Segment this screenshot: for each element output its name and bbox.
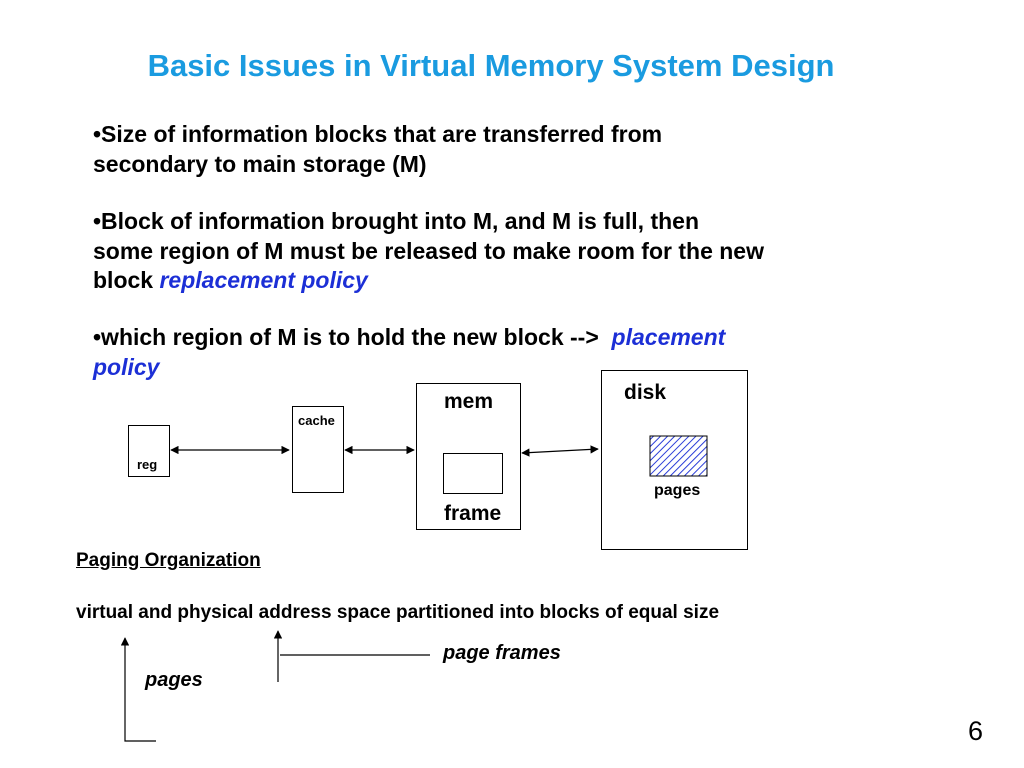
paging-pages-label: pages: [145, 669, 203, 691]
cache-label: cache: [298, 413, 335, 428]
bullet-line: some region of M must be released to mak…: [93, 237, 764, 264]
disk-pages-block: [649, 435, 708, 477]
bullet-line: •Size of information blocks that are tra…: [93, 121, 663, 147]
bullet-replacement: •Block of information brought into M, an…: [93, 207, 764, 296]
bullet-line: secondary to main storage (M): [93, 150, 427, 177]
bullet-line: •Block of information brought into M, an…: [93, 208, 699, 234]
policy-term: policy: [93, 353, 160, 380]
paging-description: virtual and physical address space parti…: [76, 602, 720, 623]
bullet-placement: •which region of M is to hold the new bl…: [93, 323, 725, 382]
bullet-block-size: •Size of information blocks that are tra…: [93, 120, 662, 179]
page-number: 6: [968, 716, 984, 746]
replacement-policy-term: replacement policy: [159, 267, 368, 293]
pages-arrow: [120, 637, 156, 742]
frame-label: frame: [444, 502, 502, 525]
disk-box: [601, 370, 748, 550]
mem-disk-arrow: [521, 445, 599, 457]
page-frames-label: page frames: [443, 642, 561, 664]
bullet-line: •which region of M is to hold the new bl…: [93, 324, 726, 350]
disk-label: disk: [624, 381, 667, 404]
paging-heading: Paging Organization: [76, 550, 261, 571]
reg-box: [128, 425, 170, 477]
frame-box: [443, 453, 503, 494]
mem-label: mem: [444, 390, 494, 413]
cache-box: [292, 406, 344, 493]
reg-label: reg: [137, 457, 158, 472]
pages-label: pages: [654, 482, 701, 499]
slide-title: Basic Issues in Virtual Memory System De…: [147, 48, 835, 83]
bullet-line: block replacement policy: [93, 267, 368, 293]
placement-term: placement: [611, 324, 726, 350]
